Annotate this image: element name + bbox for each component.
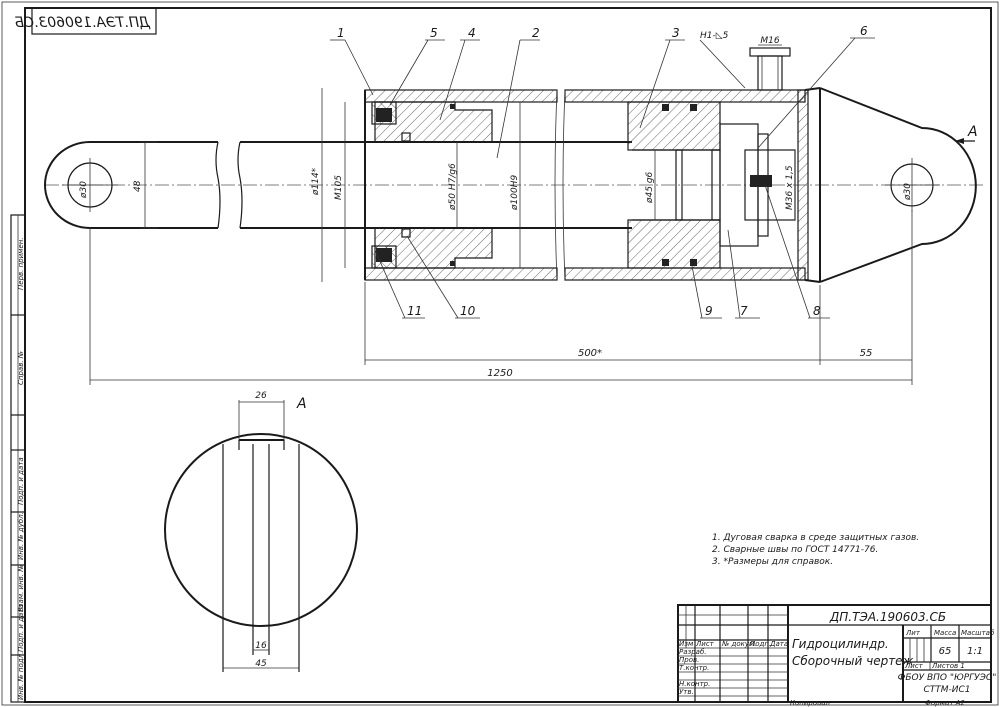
callout-10: 10 (460, 304, 476, 318)
callout-6: 6 (860, 24, 868, 38)
dim-eye-right: ø30 (903, 183, 913, 201)
callout-1: 1 (337, 26, 345, 40)
callout-7: 7 (740, 304, 748, 318)
title-doc-code: ДП.ТЭА.190603.СБ (829, 610, 946, 624)
dim-stroke: 500* (578, 348, 602, 359)
mass-value: 65 (939, 646, 952, 657)
dim-d50: ø50 Н7/g6 (448, 163, 458, 211)
sheet-frame (24, 7, 992, 703)
callout-11: 11 (407, 304, 422, 318)
format-label: Формат А2 (925, 699, 965, 707)
dim-view-26: 26 (255, 391, 267, 401)
role-developer: Разраб. (679, 648, 707, 656)
col-date: Дата (769, 640, 788, 648)
clevis-right: ø30 (819, 87, 977, 283)
strip-label-2: Подп. и дата (17, 457, 25, 505)
col-izm: Изм (679, 640, 694, 648)
port-fitting: М16 Н1-◺5 (699, 31, 791, 91)
technical-notes: 1. Дуговая сварка в среде защитных газов… (712, 533, 919, 567)
role-tcontrol: Т.контр. (679, 664, 709, 672)
col-doc: № докум. (721, 640, 757, 648)
callout-4: 4 (468, 26, 476, 40)
title-block: ДП.ТЭА.190603.СБ Изм Лист № докум. Подп.… (677, 604, 997, 707)
note-3: 3. *Размеры для справок. (712, 557, 833, 567)
side-strip: Перв. примен. Справ. № Подп. и дата Инв.… (10, 214, 26, 703)
dim-view-45: 45 (255, 659, 267, 669)
cylinder-main-view: ø30 48 (44, 24, 985, 385)
callout-5: 5 (430, 26, 438, 40)
part-callouts: 1 2 3 4 5 6 7 8 9 10 11 (330, 24, 875, 319)
title-line-2: Сборочный чертеж (792, 654, 914, 668)
role-approved: Утв. (679, 688, 694, 696)
piston (627, 101, 796, 269)
col-list: Лист (695, 640, 715, 648)
sheet-label: Лист (904, 662, 924, 670)
dim-m36: М36 х 1,5 (785, 165, 795, 210)
org-line-2: СТТМ-ИС1 (923, 685, 970, 695)
note-1: 1. Дуговая сварка в среде защитных газов… (712, 533, 919, 543)
dim-m105: М105 (334, 175, 344, 200)
role-ncontrol: Н.контр. (679, 680, 710, 688)
end-cap (797, 87, 821, 283)
dim-rod-48: 48 (133, 180, 143, 192)
title-line-1: Гидроцилиндр. (792, 637, 889, 651)
strip-label-6: Инв. № подл. (17, 652, 25, 700)
strip-label-4: Взам. инв. № (17, 564, 25, 612)
dim-d45: ø45 g6 (645, 171, 655, 204)
callout-3: 3 (672, 26, 680, 40)
mirrored-code: ДП.ТЭА.190603.СБ (14, 15, 151, 31)
port-label: М16 (760, 36, 779, 46)
strip-label-1: Справ. № (17, 351, 25, 385)
sheets-label: Листов 1 (931, 662, 965, 670)
rod-eye-left: ø30 48 (44, 141, 160, 229)
view-label: А (296, 396, 307, 412)
copied-label: Копировал (790, 699, 831, 707)
dim-d100: ø100Н9 (510, 175, 520, 211)
note-2: 2. Сварные швы по ГОСТ 14771-76. (712, 545, 878, 555)
strip-label-0: Перв. примен. (17, 237, 25, 290)
callout-8: 8 (813, 304, 821, 318)
hdr-lit: Лит (905, 629, 921, 637)
org-line-1: ФБОУ ВПО "ЮРГУЭС" (898, 673, 997, 683)
weld-symbol: Н1-◺5 (700, 31, 729, 41)
callout-9: 9 (705, 304, 713, 318)
role-checker: Пров. (679, 656, 699, 664)
strip-label-5: Подп. и дата (17, 604, 25, 652)
diameter-dimensions: ø114* М105 ø50 Н7/g6 ø100Н9 ø45 g6 М36 х… (311, 88, 796, 282)
scale-value: 1:1 (967, 646, 983, 657)
strip-label-3: Инв. № дубл. (17, 512, 25, 560)
section-arrow-a: А (955, 124, 978, 144)
gland-head (371, 101, 493, 269)
dim-view-16: 16 (255, 641, 267, 651)
dim-d114: ø114* (311, 167, 321, 196)
hdr-mass: Масса (934, 629, 956, 637)
mirrored-stamp: ДП.ТЭА.190603.СБ (14, 7, 157, 35)
dim-end: 55 (860, 348, 873, 359)
callout-2: 2 (532, 26, 540, 40)
section-mark: А (967, 124, 978, 140)
col-sign: Подп. (750, 640, 771, 648)
hdr-scale: Масштаб (961, 629, 995, 637)
dim-total: 1250 (487, 368, 512, 379)
dim-eye-left: ø30 (79, 181, 89, 199)
view-a: А 26 16 45 (164, 391, 358, 672)
length-dimensions: 500* 55 1250 (89, 210, 913, 385)
